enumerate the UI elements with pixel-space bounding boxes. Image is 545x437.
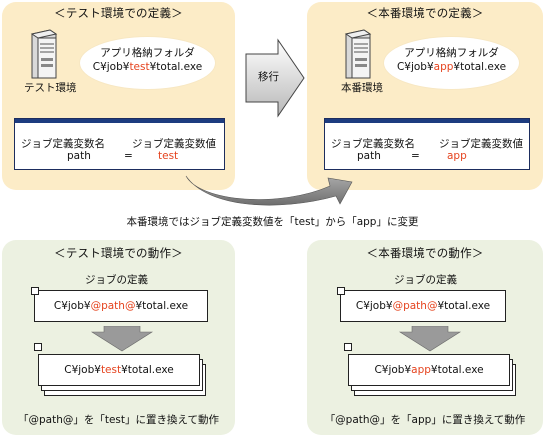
test-result-corner-marker <box>34 343 42 351</box>
test-var-equals: = <box>124 150 133 162</box>
test-definition-title: ＜テスト環境での定義＞ <box>54 6 183 20</box>
prod-resolved-value: app <box>411 364 431 376</box>
prod-var-value: app <box>447 150 467 162</box>
prod-server-label: 本番環境 <box>341 82 383 94</box>
test-variable-table: ジョブ定義変数名 ジョブ定義変数値 path = test <box>14 118 225 170</box>
prod-down-arrow <box>398 326 462 352</box>
prod-var-name: path <box>357 150 381 162</box>
test-behavior-caption: 「@path@」を「test」に置き換えて動作 <box>17 414 219 426</box>
test-folder-path: C¥job¥test¥total.exe <box>92 61 203 73</box>
prod-folder-path: C¥job¥app¥total.exe <box>396 61 507 73</box>
test-job-definition: C¥job¥@path@¥total.exe <box>34 290 208 322</box>
test-resolved-path: C¥job¥test¥total.exe <box>38 354 200 386</box>
prod-job-definition: C¥job¥@path@¥total.exe <box>340 290 506 322</box>
test-folder-value: test <box>129 61 150 73</box>
test-def-corner-marker <box>31 287 39 295</box>
prod-behavior-title: ＜本番環境での動作＞ <box>366 246 484 260</box>
test-def-variable: @path@ <box>90 300 136 312</box>
test-behavior-title: ＜テスト環境での動作＞ <box>54 246 183 260</box>
test-var-name: path <box>67 150 91 162</box>
prod-var-equals: = <box>411 150 420 162</box>
test-folder-label: アプリ格納フォルダ <box>100 47 195 59</box>
prod-server-icon <box>344 29 372 79</box>
test-var-name-header: ジョブ定義変数名 <box>21 138 105 150</box>
prod-behavior-caption: 「@path@」を「app」に置き換えて動作 <box>324 414 526 426</box>
prod-var-name-header: ジョブ定義変数名 <box>331 138 415 150</box>
test-folder-bubble: アプリ格納フォルダ C¥job¥test¥total.exe <box>80 37 215 89</box>
prod-var-value-header: ジョブ定義変数値 <box>439 138 523 150</box>
prod-variable-table: ジョブ定義変数名 ジョブ定義変数値 path = app <box>324 118 530 170</box>
prod-folder-value: app <box>433 61 454 73</box>
migration-label: 移行 <box>258 71 279 83</box>
prod-job-def-label: ジョブの定義 <box>394 274 457 286</box>
migration-arrow <box>245 38 305 118</box>
test-job-def-label: ジョブの定義 <box>85 274 148 286</box>
test-var-value: test <box>158 150 179 162</box>
test-server-icon <box>30 29 58 79</box>
test-down-arrow <box>90 326 154 352</box>
change-caption: 本番環境ではジョブ定義変数値を「test」から「app」に変更 <box>126 216 419 228</box>
test-resolved-value: test <box>100 364 122 376</box>
prod-definition-title: ＜本番環境での定義＞ <box>366 6 484 20</box>
test-var-value-header: ジョブ定義変数値 <box>132 138 216 150</box>
prod-folder-label: アプリ格納フォルダ <box>404 47 499 59</box>
test-server-label: テスト環境 <box>24 82 77 94</box>
prod-result-corner-marker <box>344 343 352 351</box>
prod-def-variable: @path@ <box>392 300 438 312</box>
prod-resolved-path: C¥job¥app¥total.exe <box>348 354 510 386</box>
prod-def-corner-marker <box>337 287 345 295</box>
prod-folder-bubble: アプリ格納フォルダ C¥job¥app¥total.exe <box>384 37 519 89</box>
change-curved-arrow <box>185 175 353 206</box>
